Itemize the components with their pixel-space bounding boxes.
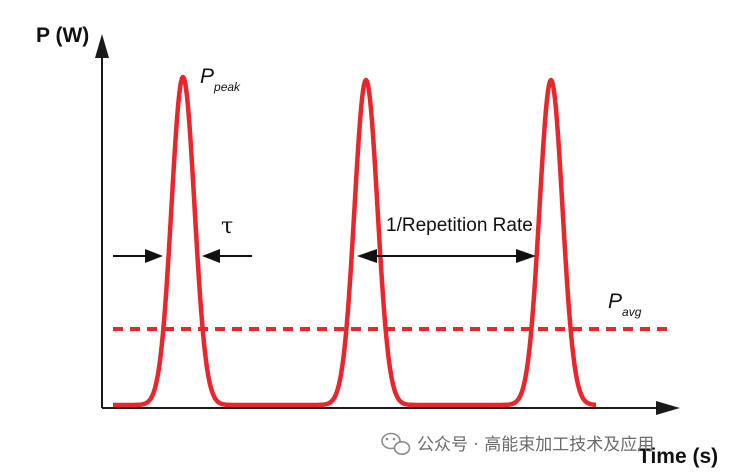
y-axis-label: P (W) <box>36 24 89 47</box>
x-axis-arrowhead <box>656 401 680 415</box>
peak-power-subscript: peak <box>213 80 241 94</box>
period-arrow-left-head <box>357 249 377 263</box>
period-marker: 1/Repetition Rate <box>357 215 536 263</box>
pulse-width-marker: τ <box>113 214 252 263</box>
y-axis-arrowhead <box>95 34 109 58</box>
peak-power-label: Ppeak <box>200 65 241 94</box>
watermark-text: 公众号 · 高能束加工技术及应用 <box>417 435 654 455</box>
avg-power-symbol: P <box>608 290 622 313</box>
pulse-width-label: τ <box>221 214 233 239</box>
period-arrow-right-head <box>516 249 536 263</box>
pulse-train <box>111 74 598 408</box>
avg-power-subscript: avg <box>622 305 642 319</box>
pulse-width-right-arrowhead <box>202 249 220 263</box>
watermark: 公众号 · 高能束加工技术及应用 <box>381 432 654 455</box>
period-label: 1/Repetition Rate <box>386 215 533 236</box>
peak-power-symbol: P <box>200 65 214 88</box>
avg-power-label: Pavg <box>608 290 642 319</box>
wechat-icon <box>381 432 411 455</box>
x-axis-label: Time (s) <box>638 445 718 468</box>
pulse-width-left-arrowhead <box>145 249 163 263</box>
